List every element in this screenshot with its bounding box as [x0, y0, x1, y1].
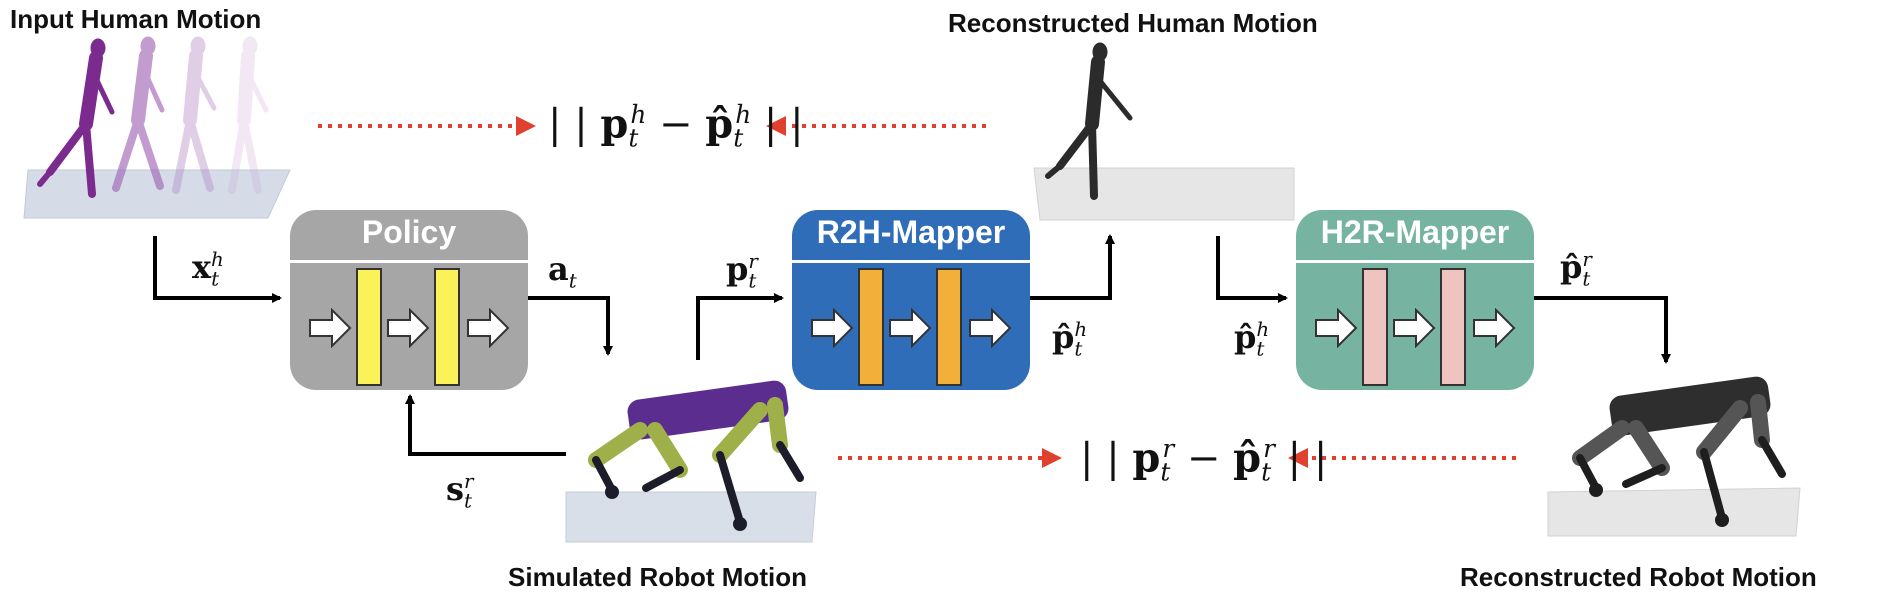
arrow-input-to-policy	[153, 236, 282, 303]
symbol-p-hat-t-h-input: p̂th	[1234, 318, 1270, 361]
simulated-robot-motion-label: Simulated Robot Motion	[508, 562, 807, 592]
r2h-layer	[858, 268, 884, 386]
r2h-layer	[936, 268, 962, 386]
policy-layer	[434, 268, 460, 386]
arrow-right-icon	[1473, 308, 1516, 348]
policy-block-title: Policy	[361, 214, 457, 250]
arrow-right-icon	[309, 308, 352, 348]
reconstructed-human-motion-label: Reconstructed Human Motion	[948, 8, 1318, 38]
policy-layer	[356, 268, 382, 386]
reconstructed-human-motion-figure	[1033, 42, 1295, 221]
h2r-mapper-block-title: H2R-Mapper	[1320, 214, 1510, 250]
symbol-p-hat-t-r: p̂tr	[1560, 248, 1592, 291]
h2r-title-divider	[1296, 260, 1534, 263]
arrow-right-icon	[467, 308, 510, 348]
arrow-right-icon	[889, 308, 932, 348]
arrow-robot-to-r2h	[696, 293, 784, 360]
input-human-motion-figure	[23, 36, 291, 219]
h2r-layer	[1440, 268, 1466, 386]
symbol-p-hat-t-h-output: p̂th	[1052, 318, 1088, 361]
arrow-right-icon	[969, 308, 1012, 348]
robot-pose-loss: | | ptr − p̂tr | |	[1080, 434, 1328, 487]
symbol-p-t-r: ptr	[726, 250, 758, 293]
human-pose-loss: | | pth − p̂th | |	[548, 100, 804, 153]
simulated-robot-motion-figure	[565, 380, 817, 543]
arrow-right-icon	[1393, 308, 1436, 348]
r2h-mapper-block-title: R2H-Mapper	[816, 214, 1006, 250]
arrow-policy-to-robot	[526, 296, 613, 356]
policy-block: Policy	[290, 210, 528, 390]
arrow-r2h-to-recon-human	[1030, 234, 1115, 300]
arrow-right-icon	[1315, 308, 1358, 348]
r2h-title-divider	[792, 260, 1030, 263]
arrow-robot-to-policy	[405, 394, 566, 456]
h2r-mapper-block: H2R-Mapper	[1296, 210, 1534, 390]
arrow-right-icon	[387, 308, 430, 348]
loss-connectors	[318, 116, 1516, 468]
r2h-mapper-block: R2H-Mapper	[792, 210, 1030, 390]
symbol-s-t-r: str	[446, 470, 474, 513]
reconstructed-robot-motion-figure	[1547, 376, 1801, 537]
arrow-h2r-to-recon-robot	[1534, 296, 1671, 364]
input-human-motion-label: Input Human Motion	[10, 4, 262, 34]
h2r-layer	[1362, 268, 1388, 386]
symbol-a-t: at	[548, 250, 577, 293]
reconstructed-robot-motion-label: Reconstructed Robot Motion	[1460, 562, 1817, 592]
symbol-x-t-h: xth	[192, 248, 224, 291]
policy-title-divider	[290, 260, 528, 263]
flow-connectors	[153, 234, 1671, 456]
arrow-recon-human-to-h2r	[1216, 236, 1288, 303]
arrow-right-icon	[811, 308, 854, 348]
